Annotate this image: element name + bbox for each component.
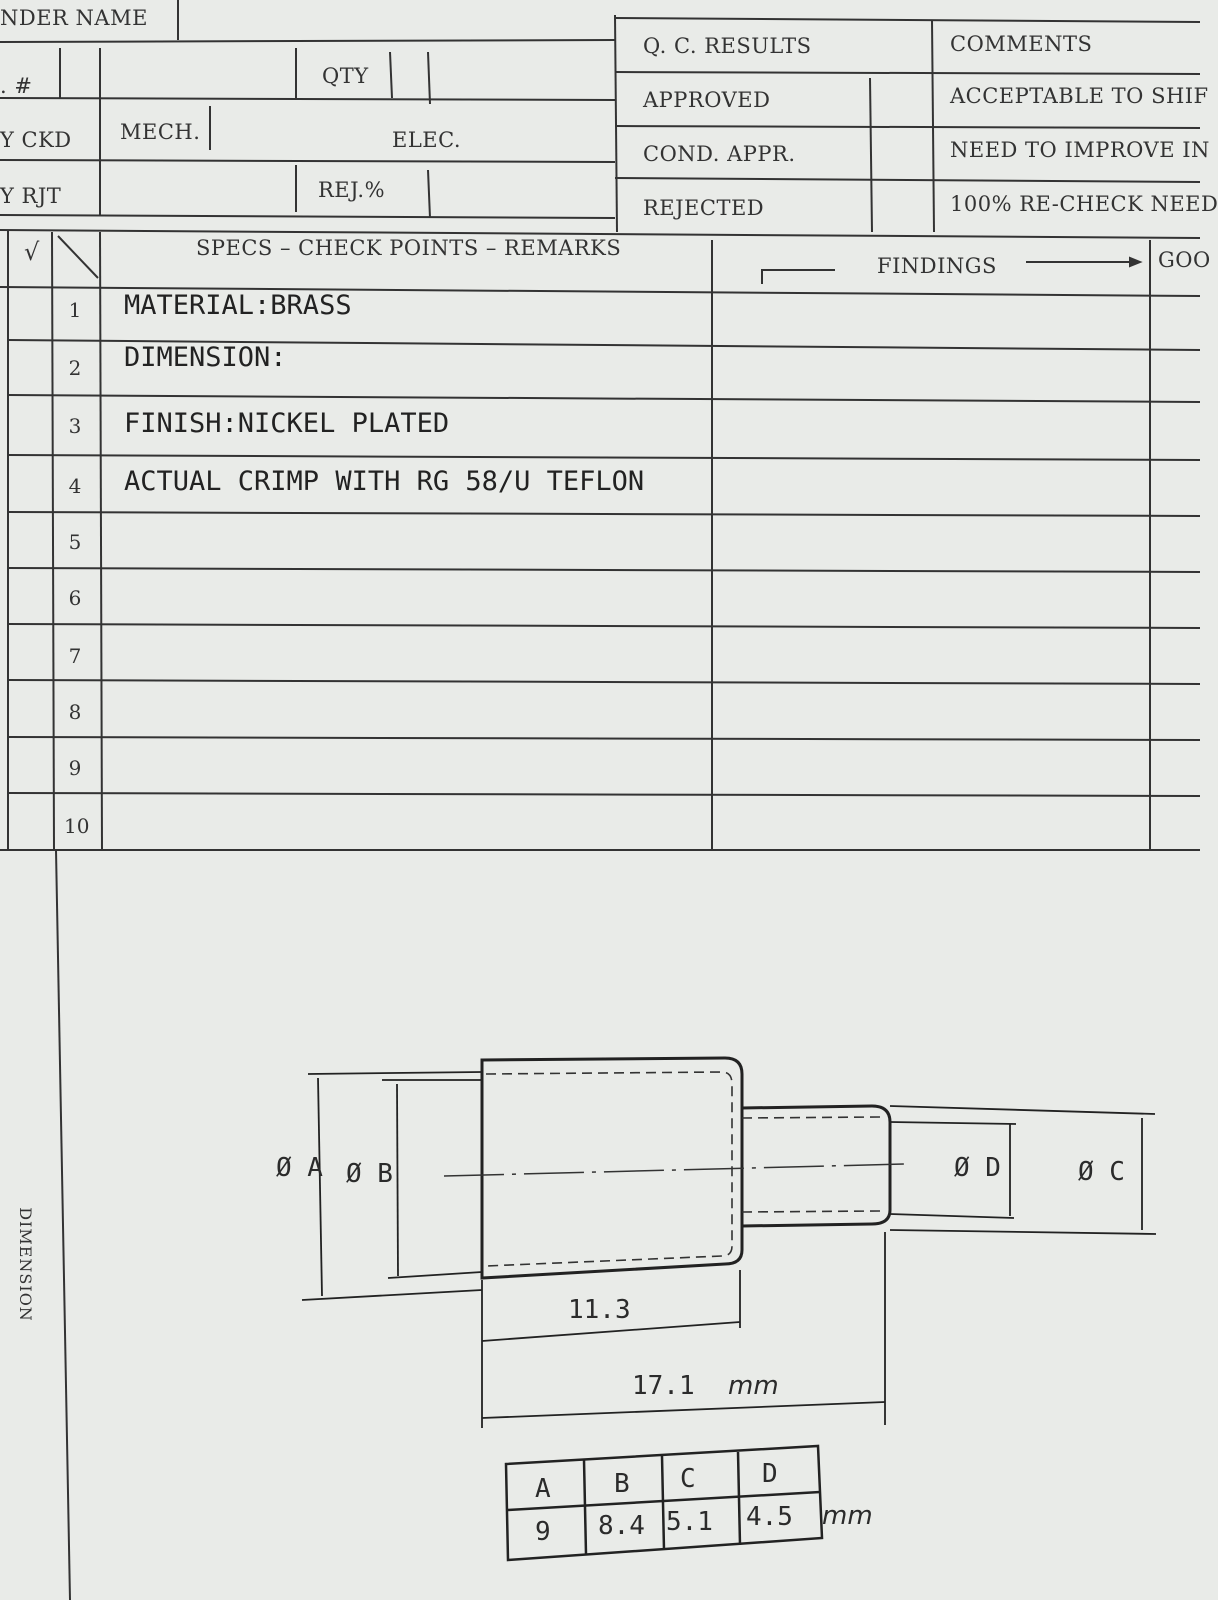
dim-unit: mm — [728, 1371, 779, 1401]
dim-header-b: B — [614, 1469, 630, 1499]
row-text: MATERIAL:BRASS — [124, 290, 352, 321]
label-dia-d: Ø D — [954, 1153, 1001, 1183]
cond-appr-label: COND. APPR. — [643, 142, 796, 166]
recheck-label: 100% RE-CHECK NEED — [950, 192, 1218, 216]
label-dia-c: Ø C — [1078, 1157, 1125, 1187]
row-number: 8 — [68, 700, 82, 724]
large-body-hidden — [485, 1071, 733, 1267]
row-number: 5 — [68, 530, 82, 554]
dim-value-d: 4.5 — [746, 1502, 793, 1532]
row-number: 1 — [68, 298, 82, 322]
row-number: 10 — [64, 814, 90, 838]
small-body-hidden-top — [741, 1116, 881, 1119]
large-body-outline — [480, 1056, 744, 1280]
dim-value-c: 5.1 — [666, 1507, 713, 1537]
rej-pct-label: REJ.% — [318, 178, 386, 202]
specs-header: SPECS – CHECK POINTS – REMARKS — [196, 236, 622, 260]
row-text: DIMENSION: — [124, 342, 287, 373]
rejected-label: REJECTED — [643, 196, 765, 220]
dim-header-c: C — [680, 1464, 696, 1494]
comments-label: COMMENTS — [950, 32, 1093, 56]
center-line — [443, 1163, 906, 1177]
check-mark: √ — [24, 238, 40, 266]
rejected-by-label: Y RJT — [0, 184, 62, 208]
row-number: 2 — [68, 356, 82, 380]
dim-value-a: 9 — [535, 1517, 551, 1547]
checked-by-label: Y CKD — [0, 128, 72, 152]
row-number: 4 — [68, 474, 82, 498]
small-body-outline — [741, 1104, 892, 1228]
po-number-label: . # — [0, 74, 33, 98]
dim-table-unit: mm — [822, 1501, 873, 1531]
qty-label: QTY — [322, 64, 369, 88]
vendor-name-label: NDER NAME — [0, 6, 148, 30]
row-text: FINISH:NICKEL PLATED — [124, 408, 450, 439]
findings-header: FINDINGS — [877, 254, 997, 278]
row-text: ACTUAL CRIMP WITH RG 58/U TEFLON — [124, 466, 645, 497]
row-number: 6 — [68, 586, 82, 610]
label-dia-b: Ø B — [346, 1159, 393, 1189]
need-improve-label: NEED TO IMPROVE IN — [950, 138, 1210, 162]
dim-total: 17.1 — [632, 1371, 695, 1401]
mech-label: MECH. — [120, 120, 201, 144]
dim-short: 11.3 — [568, 1295, 631, 1325]
row-number: 9 — [68, 756, 82, 780]
dim-header-a: A — [535, 1474, 551, 1504]
row-number: 7 — [68, 644, 82, 668]
dim-header-d: D — [762, 1459, 778, 1489]
dimension-table: A B C D 9 8.4 5.1 4.5 mm — [504, 1444, 873, 1562]
dim-value-b: 8.4 — [598, 1511, 645, 1541]
row-number: 3 — [68, 414, 82, 438]
elec-label: ELEC. — [392, 128, 462, 152]
good-header: GOO — [1158, 248, 1211, 272]
qc-results-label: Q. C. RESULTS — [643, 34, 812, 58]
approved-label: APPROVED — [643, 88, 771, 112]
acceptable-label: ACCEPTABLE TO SHIF — [950, 84, 1209, 108]
small-body-hidden-bottom — [741, 1210, 881, 1213]
label-dia-a: Ø A — [276, 1153, 323, 1183]
